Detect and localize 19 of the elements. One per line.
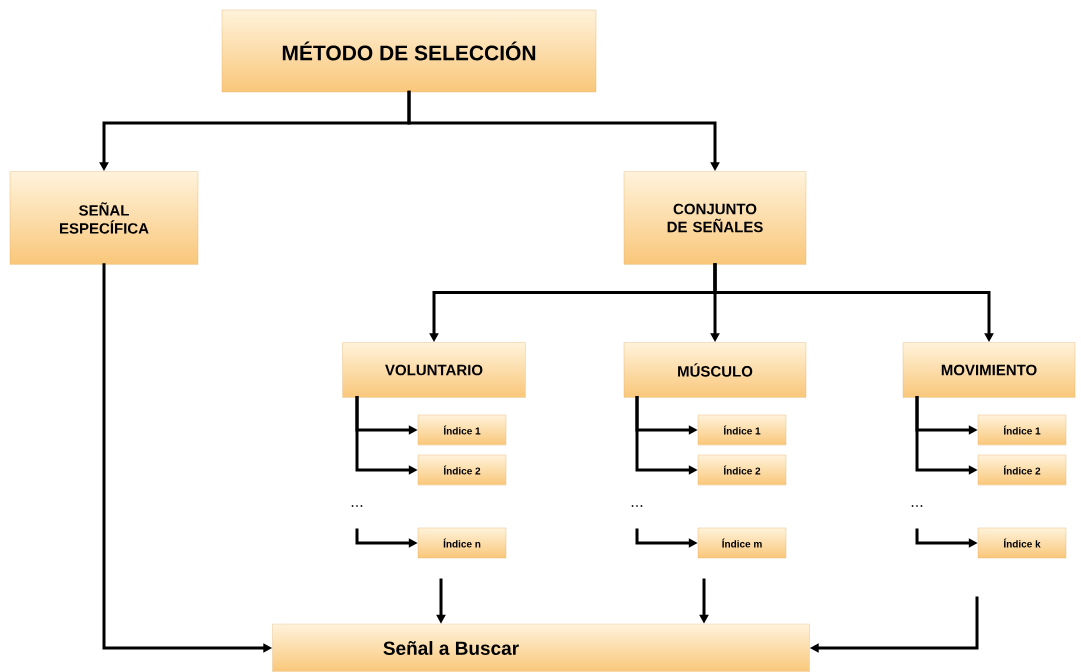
process-box: CONJUNTO DE SEÑALES <box>623 171 807 265</box>
ellipsis: ... <box>911 505 923 507</box>
process-box: SEÑAL ESPECÍFICA <box>9 171 199 265</box>
category-box: MÚSCULO <box>623 342 807 398</box>
index-box: Índice 2 <box>697 454 787 486</box>
result-box: Señal a Buscar <box>272 623 810 672</box>
index-box: Índice m <box>697 527 787 559</box>
index-box: Índice 2 <box>417 454 507 486</box>
index-box: Índice k <box>977 527 1067 559</box>
category-box: VOLUNTARIO <box>342 342 526 398</box>
index-box: Índice 1 <box>697 414 787 446</box>
index-box: Índice n <box>417 527 507 559</box>
title-box: MÉTODO DE SELECCIÓN <box>221 9 597 93</box>
ellipsis: ... <box>631 505 643 507</box>
index-box: Índice 1 <box>417 414 507 446</box>
ellipsis: ... <box>351 505 363 507</box>
index-box: Índice 1 <box>977 414 1067 446</box>
category-box: MOVIMIENTO <box>902 342 1076 398</box>
index-box: Índice 2 <box>977 454 1067 486</box>
